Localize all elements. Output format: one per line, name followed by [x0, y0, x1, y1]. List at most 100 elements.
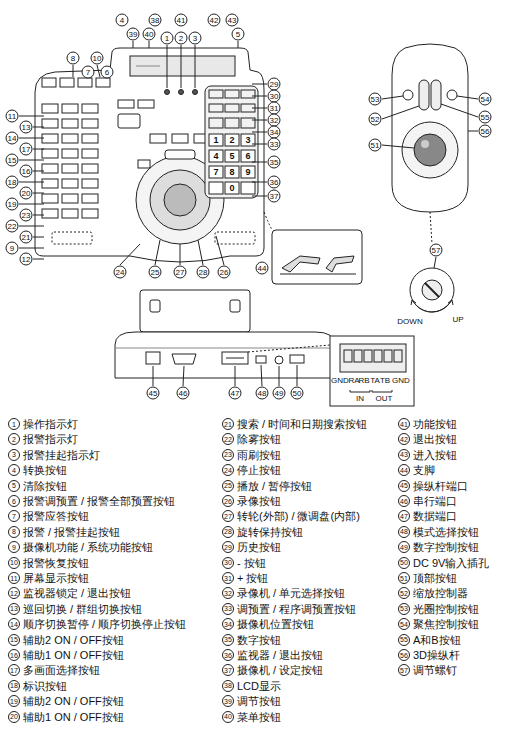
- legend-number: 14: [8, 618, 20, 630]
- callout-number: 35: [268, 156, 281, 169]
- key-digit: 4: [213, 152, 218, 161]
- callout-number: 46: [177, 387, 190, 400]
- legend-number: 18: [8, 680, 20, 692]
- legend-number: 1: [8, 418, 20, 430]
- callout-number: 45: [147, 387, 160, 400]
- callout-number: 4: [116, 14, 129, 27]
- legend-number: 49: [398, 541, 410, 553]
- callout-number: 3: [189, 32, 202, 45]
- callout-number: 39: [127, 28, 140, 41]
- key-digit: 3: [245, 136, 250, 145]
- callout-number: 14: [6, 132, 19, 145]
- key-digit: 0: [229, 184, 234, 193]
- legend-number: 54: [398, 618, 410, 630]
- callout-number: 13: [20, 121, 33, 134]
- callout-number: 18: [6, 176, 19, 189]
- legend-number: 57: [398, 664, 410, 676]
- legend-number: 10: [8, 557, 20, 569]
- device-text: GND: [392, 377, 410, 385]
- legend-text: 报警 / 报警挂起按钮: [23, 526, 120, 538]
- legend-text: 光圈控制按钮: [413, 603, 479, 615]
- legend-number: 22: [222, 433, 234, 445]
- device-text: TA: [370, 377, 380, 385]
- legend-text: 除雾按钮: [237, 433, 281, 445]
- legend-text: 辅助2 ON / OFF按钮: [23, 695, 124, 707]
- legend-text: 转换按钮: [23, 464, 67, 476]
- callout-number: 47: [229, 387, 242, 400]
- legend-text: 监视器锁定 / 退出按钮: [23, 587, 131, 599]
- legend-number: 8: [8, 526, 20, 538]
- legend-number: 15: [8, 634, 20, 646]
- legend-text: A和B按钮: [413, 634, 461, 646]
- legend-number: 26: [222, 495, 234, 507]
- legend-text: 操纵杆端口: [413, 480, 468, 492]
- legend-text: 功能按钮: [413, 418, 457, 430]
- callout-number: 38: [149, 14, 162, 27]
- legend-text: + 按钮: [237, 572, 268, 584]
- callout-number: 22: [6, 220, 19, 233]
- callout-number: 40: [143, 28, 156, 41]
- legend-text: 雨刷按钮: [237, 449, 281, 461]
- key-digit: 6: [245, 152, 250, 161]
- callout-number: 16: [20, 165, 33, 178]
- device-text: UP: [452, 316, 463, 324]
- callout-number: 54: [479, 93, 492, 106]
- legend-number: 4: [8, 464, 20, 476]
- legend-number: 46: [398, 495, 410, 507]
- legend-number: 20: [8, 711, 20, 723]
- legend-text: 串行端口: [413, 495, 457, 507]
- legend-text: 3D操纵杆: [413, 649, 460, 661]
- legend-text: 清除按钮: [23, 480, 67, 492]
- legend-text: 顺序切换暂停 / 顺序切换停止按钮: [23, 618, 186, 630]
- legend-text: LCD显示: [237, 680, 281, 692]
- callout-number: 20: [20, 187, 33, 200]
- callout-number: 17: [20, 143, 33, 156]
- legend-number: 24: [222, 464, 234, 476]
- callout-number: 43: [226, 14, 239, 27]
- legend-text: 摄像机位置按钮: [237, 618, 314, 630]
- legend-text: 停止按钮: [237, 464, 281, 476]
- callout-number: 7: [82, 66, 95, 79]
- device-text: RB: [358, 377, 369, 385]
- legend-number: 40: [222, 711, 234, 723]
- legend-text: 退出按钮: [413, 433, 457, 445]
- callout-number: 21: [20, 231, 33, 244]
- legend-text: 搜索 / 时间和日期搜索按钮: [237, 418, 367, 430]
- callout-number: 52: [369, 113, 382, 126]
- legend-number: 52: [398, 587, 410, 599]
- legend-text: 报警调预置 / 报警全部预置按钮: [23, 495, 175, 507]
- callout-number: 42: [208, 14, 221, 27]
- legend-text: 模式选择按钮: [413, 526, 479, 538]
- legend-number: 5: [8, 480, 20, 492]
- legend-number: 35: [222, 634, 234, 646]
- legend-text: 报警指示灯: [23, 433, 78, 445]
- legend-number: 50: [398, 557, 410, 569]
- legend-text: 报警应答按钮: [23, 510, 89, 522]
- callout-number: 25: [149, 266, 162, 279]
- legend-number: 32: [222, 587, 234, 599]
- callout-number: 23: [20, 209, 33, 222]
- legend-number: 33: [222, 603, 234, 615]
- legend-number: 19: [8, 695, 20, 707]
- legend-number: 27: [222, 510, 234, 522]
- callout-number: 48: [256, 387, 269, 400]
- key-digit: 9: [245, 168, 250, 177]
- legend-number: 30: [222, 557, 234, 569]
- legend-text: 报警挂起指示灯: [23, 449, 100, 461]
- legend-text: 旋转保持按钮: [237, 526, 303, 538]
- legend-text: 辅助1 ON / OFF按钮: [23, 649, 124, 661]
- legend-text: 历史按钮: [237, 541, 281, 553]
- device-text: OUT: [376, 395, 393, 403]
- callout-number: 28: [197, 266, 210, 279]
- callout-number: 51: [369, 139, 382, 152]
- key-digit: 1: [213, 136, 218, 145]
- legend-number: 29: [222, 541, 234, 553]
- legend-text: 录像按钮: [237, 495, 281, 507]
- legend-text: 摄像机功能 / 系统功能按钮: [23, 541, 153, 553]
- callout-number: 24: [114, 266, 127, 279]
- legend-text: 标识按钮: [23, 680, 67, 692]
- legend-number: 44: [398, 464, 410, 476]
- legend-number: 34: [222, 618, 234, 630]
- legend-number: 3: [8, 449, 20, 461]
- device-text: TB: [380, 377, 390, 385]
